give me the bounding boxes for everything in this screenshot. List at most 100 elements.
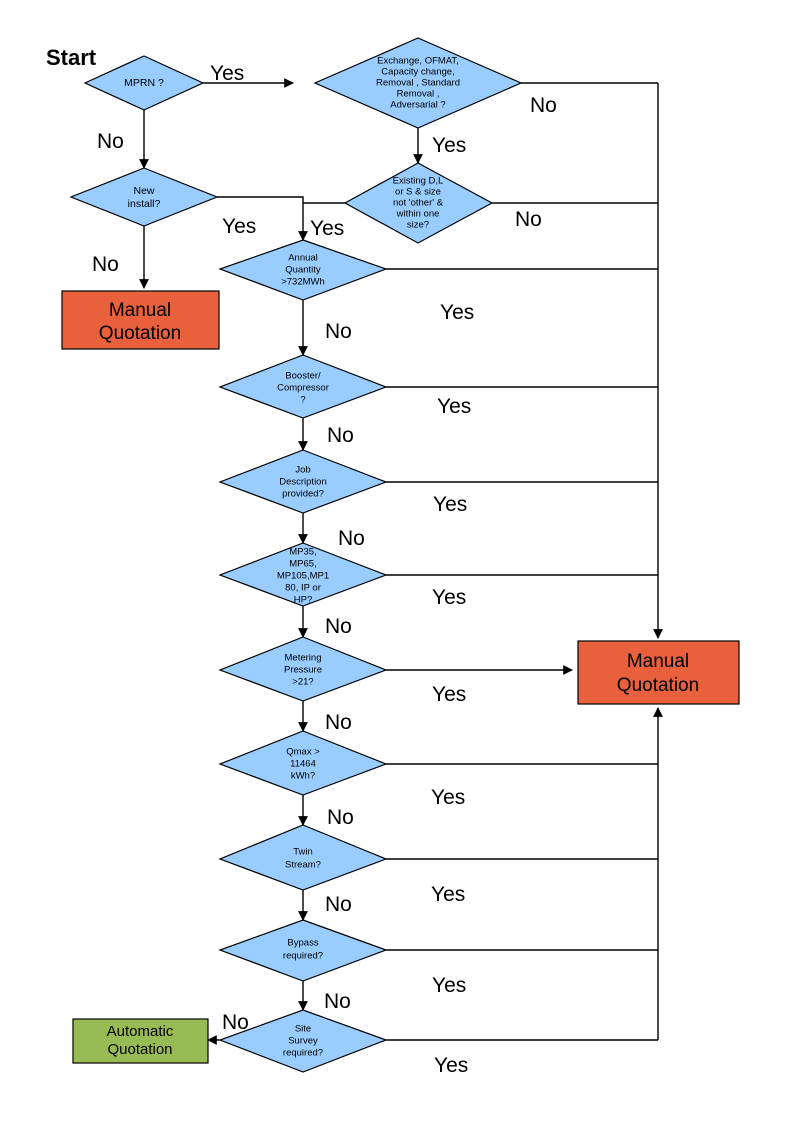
existing-label-4: within one: [396, 209, 440, 220]
label-pressure-no: No: [325, 711, 352, 734]
exchange-diamond: [313, 37, 523, 129]
label-existing-yes: Yes: [310, 217, 344, 240]
label-qmax-yes: Yes: [431, 786, 465, 809]
manual-left-box: [61, 290, 220, 350]
label-sitesurvey-yes: Yes: [434, 1054, 468, 1077]
node-exchange[interactable]: Exchange, OFMAT, Capacity change, Remova…: [313, 37, 523, 129]
node-manual-quotation-left[interactable]: Manual Quotation: [61, 290, 220, 350]
label-mprn-yes: Yes: [210, 62, 244, 85]
newinstall-label-2: install?: [128, 198, 161, 210]
node-twin[interactable]: Twin Stream?: [218, 824, 388, 891]
label-newinstall-yes: Yes: [222, 215, 256, 238]
node-sitesurvey[interactable]: Site Survey required?: [218, 1009, 388, 1073]
label-twin-no: No: [325, 893, 352, 916]
exchange-label-1: Exchange, OFMAT,: [377, 56, 459, 67]
mpclass-label-3: MP105,MP1: [277, 571, 329, 582]
qmax-diamond: [218, 730, 388, 796]
qmax-label-3: kWh?: [291, 771, 315, 782]
label-booster-yes: Yes: [437, 395, 471, 418]
manual-right-label-2: Quotation: [617, 675, 699, 696]
bypass-label-2: required?: [283, 951, 323, 962]
exchange-label-5: Adversarial ?: [390, 100, 445, 111]
mprn-diamond: [83, 55, 205, 111]
label-annual-yes: Yes: [440, 301, 474, 324]
node-manual-quotation-right[interactable]: Manual Quotation: [577, 640, 740, 705]
label-newinstall-no: No: [92, 253, 119, 276]
sitesurvey-diamond: [218, 1009, 388, 1073]
label-bypass-no: No: [324, 990, 351, 1013]
annual-label-2: Quantity: [285, 265, 321, 276]
existing-label-1: Existing D,L: [393, 176, 444, 187]
pressure-label-1: Metering: [285, 653, 322, 664]
node-pressure[interactable]: Metering Pressure >21?: [218, 636, 388, 702]
manual-left-label-2: Quotation: [99, 323, 181, 344]
twin-label-1: Twin: [293, 847, 313, 858]
exchange-label-3: Removal , Standard: [376, 78, 460, 89]
sitesurvey-label-3: required?: [283, 1048, 323, 1059]
newinstall-diamond: [69, 167, 219, 227]
jobdesc-label-3: provided?: [282, 489, 324, 500]
node-mpclass[interactable]: MP35, MP65, MP105,MP1 80, IP or HP?: [218, 542, 388, 607]
node-annual[interactable]: Annual Quantity >732MWh: [218, 239, 388, 301]
booster-label-1: Booster/: [285, 371, 321, 382]
automatic-box: [72, 1018, 209, 1064]
node-automatic-quotation[interactable]: Automatic Quotation: [72, 1018, 209, 1064]
node-existing[interactable]: Existing D,L or S & size not 'other' & w…: [343, 162, 494, 244]
label-booster-no: No: [327, 424, 354, 447]
annual-label-3: >732MWh: [281, 277, 325, 288]
manual-left-label-1: Manual: [109, 300, 171, 321]
annual-diamond: [218, 239, 388, 301]
qmax-label-2: 11464: [290, 759, 316, 770]
twin-label-2: Stream?: [285, 860, 321, 871]
manual-right-label-1: Manual: [627, 651, 689, 672]
label-mpclass-no: No: [325, 615, 352, 638]
existing-label-5: size?: [407, 220, 429, 231]
twin-diamond: [218, 824, 388, 891]
pressure-label-2: Pressure: [284, 665, 322, 676]
node-qmax[interactable]: Qmax > 11464 kWh?: [218, 730, 388, 796]
label-exchange-yes: Yes: [432, 134, 466, 157]
mpclass-label-4: 80, IP or: [285, 583, 321, 594]
label-pressure-yes: Yes: [432, 683, 466, 706]
label-annual-no: No: [325, 320, 352, 343]
bypass-diamond: [218, 919, 388, 982]
mpclass-label-2: MP65,: [289, 559, 316, 570]
mpclass-diamond: [218, 542, 388, 607]
booster-label-3: ?: [300, 395, 305, 406]
node-booster[interactable]: Booster/ Compressor ?: [218, 354, 388, 419]
automatic-label-1: Automatic: [107, 1023, 174, 1040]
existing-diamond: [343, 162, 494, 244]
exchange-label-4: Removal ,: [397, 89, 440, 100]
jobdesc-label-2: Description: [279, 477, 327, 488]
node-bypass[interactable]: Bypass required?: [218, 919, 388, 982]
mprn-label: MPRN ?: [124, 77, 164, 89]
label-mpclass-yes: Yes: [432, 586, 466, 609]
mpclass-label-5: HP?: [294, 595, 312, 606]
booster-label-2: Compressor: [277, 383, 329, 394]
exchange-label-2: Capacity change,: [381, 67, 454, 78]
label-jobdesc-yes: Yes: [433, 493, 467, 516]
label-twin-yes: Yes: [431, 883, 465, 906]
existing-label-2: or S & size: [395, 187, 441, 198]
node-newinstall[interactable]: New install?: [69, 167, 219, 227]
sitesurvey-label-1: Site: [295, 1024, 311, 1035]
label-sitesurvey-no: No: [222, 1011, 249, 1034]
label-qmax-no: No: [327, 806, 354, 829]
node-mprn[interactable]: MPRN ?: [83, 55, 205, 111]
label-exchange-no: No: [530, 94, 557, 117]
annual-label-1: Annual: [288, 253, 318, 264]
pressure-diamond: [218, 636, 388, 702]
manual-right-box: [577, 640, 740, 705]
qmax-label-1: Qmax >: [286, 747, 320, 758]
mpclass-label-1: MP35,: [289, 547, 316, 558]
label-mprn-no: No: [97, 130, 124, 153]
automatic-label-2: Quotation: [107, 1041, 172, 1058]
jobdesc-label-1: Job: [295, 465, 310, 476]
newinstall-label-1: New: [133, 185, 154, 197]
edge-newinstall-yes: [217, 196, 308, 241]
jobdesc-diamond: [218, 449, 388, 514]
booster-diamond: [218, 354, 388, 419]
node-jobdesc[interactable]: Job Description provided?: [218, 449, 388, 514]
label-jobdesc-no: No: [338, 527, 365, 550]
